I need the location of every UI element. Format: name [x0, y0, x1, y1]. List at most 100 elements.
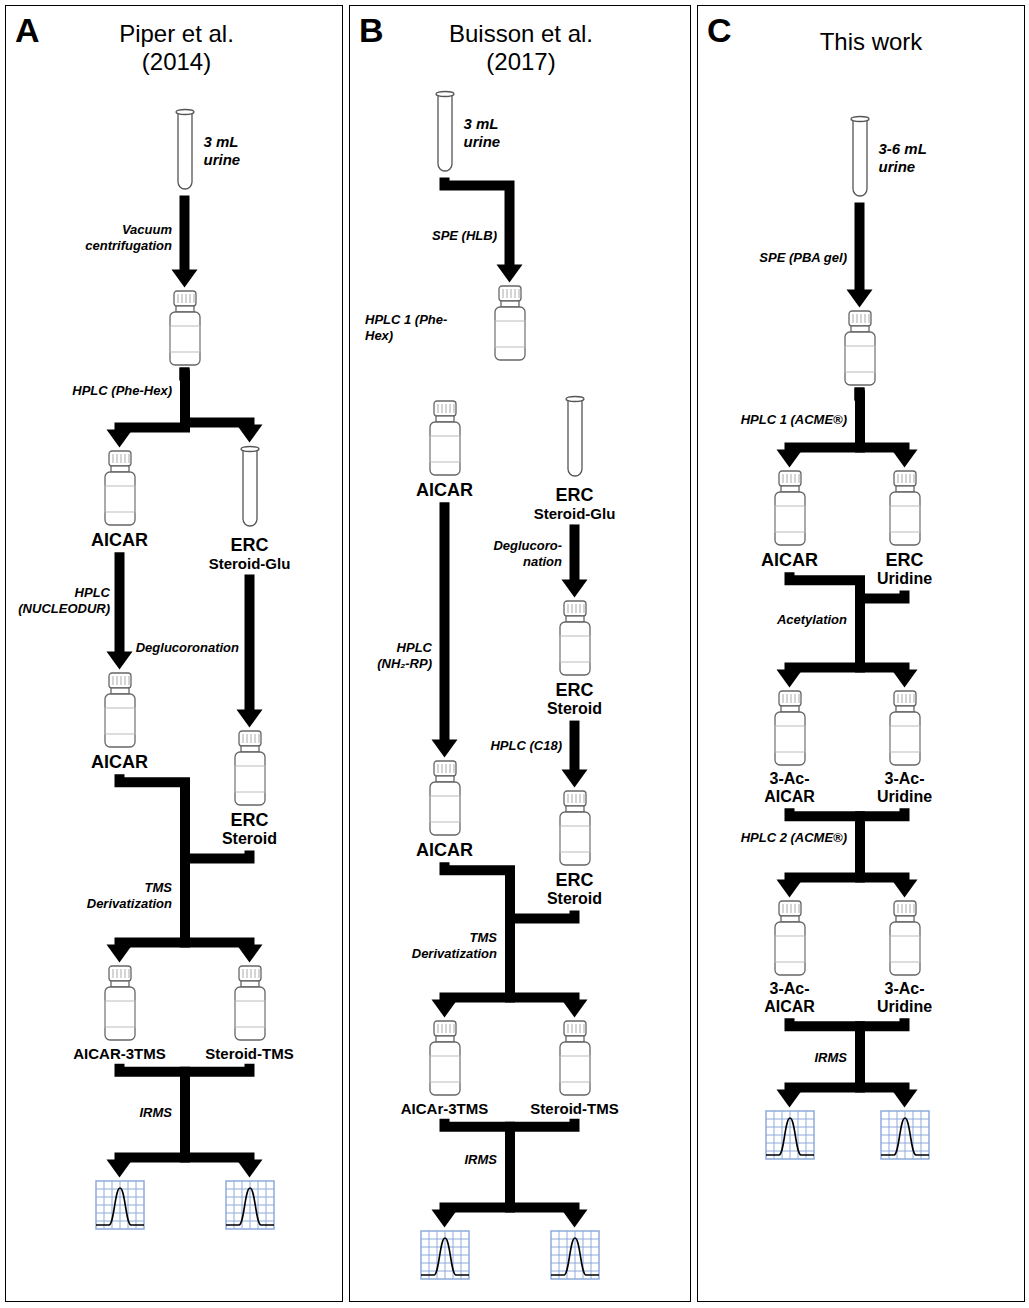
- vial-icon-part: [898, 904, 914, 913]
- tube-icon: [239, 445, 261, 531]
- flow-arrow: [860, 808, 918, 897]
- chromatogram-icon: [550, 1230, 600, 1280]
- vial-icon: [772, 470, 808, 546]
- vial-icon-part: [890, 712, 920, 765]
- tube-icon-part: [176, 109, 194, 114]
- vial-icon-part: [111, 466, 129, 472]
- sample-node: Steroid-TMS: [205, 965, 293, 1062]
- vial-icon-part: [495, 307, 525, 360]
- sample-label: Steroid: [547, 890, 602, 908]
- arrow-head: [777, 880, 803, 898]
- arrow-shaft: [185, 851, 250, 947]
- flow-arrow: [510, 911, 588, 1018]
- vial-icon-part: [896, 916, 914, 922]
- arrow-head: [892, 880, 918, 898]
- sample-label: AICAR: [91, 752, 148, 773]
- sample-label: 3 mL urine: [464, 115, 512, 150]
- panel-title: Piper et al. (2014): [94, 20, 259, 75]
- sample-node: [420, 1230, 470, 1280]
- vial-icon-part: [243, 734, 259, 743]
- chromatogram-icon-part: [421, 1231, 469, 1279]
- panel-frame: CThis work3-6 mL urineAICARERCUridine3-A…: [697, 5, 1025, 1302]
- vial-icon-part: [779, 691, 801, 706]
- vial-icon-part: [564, 1021, 586, 1036]
- tube-icon-part: [851, 116, 869, 121]
- chromatogram-icon-part: [881, 1111, 929, 1159]
- arrow-shaft: [440, 502, 450, 741]
- sample-label: ERC: [555, 680, 593, 701]
- vial-icon-part: [783, 694, 799, 703]
- flow-arrow: [432, 502, 458, 757]
- step-label: HPLC 1 (Phe-Hex): [365, 312, 465, 343]
- arrow-shaft: [510, 911, 575, 1002]
- vial-icon-part: [235, 766, 265, 792]
- flow-arrow: [107, 1064, 186, 1178]
- vial-icon-part: [235, 752, 265, 805]
- vial-icon-part: [434, 761, 456, 776]
- chromatogram-icon: [95, 1180, 145, 1230]
- vial-icon-part: [430, 436, 460, 462]
- vial-icon-part: [105, 694, 135, 747]
- sample-label: ERC: [231, 535, 269, 556]
- chromatogram-icon-part: [766, 1118, 814, 1155]
- tube-icon: [434, 90, 456, 176]
- vial-icon-part: [430, 782, 460, 835]
- flow-arrow: [107, 552, 133, 669]
- step-label: Deglucoro- nation: [487, 538, 562, 569]
- step-label: TMS Derivatization: [387, 930, 497, 961]
- vial-icon-part: [109, 451, 131, 466]
- arrow-shaft: [120, 368, 186, 432]
- vial-icon: [427, 400, 463, 476]
- sample-label: AICAR: [761, 550, 818, 571]
- vial-icon-part: [105, 708, 135, 734]
- vial-icon-part: [495, 321, 525, 347]
- chromatogram-icon: [880, 1110, 930, 1160]
- flow-arrow: [185, 1064, 263, 1178]
- sample-label: 3-Ac- Uridine: [875, 770, 935, 807]
- sample-label: Steroid-TMS: [530, 1100, 618, 1117]
- vial-icon-part: [853, 314, 869, 323]
- tube-icon-part: [243, 449, 257, 526]
- chromatogram-icon-part: [881, 1118, 929, 1155]
- vial-icon: [887, 690, 923, 766]
- panel-letter: A: [15, 13, 40, 47]
- vial-icon-part: [783, 904, 799, 913]
- step-label: HPLC (NH₂-RP): [362, 640, 432, 671]
- step-label: Vacuum centrifugation: [62, 222, 172, 253]
- vial-icon-part: [894, 691, 916, 706]
- vial-icon-part: [775, 712, 805, 765]
- chromatogram-icon-part: [766, 1111, 814, 1159]
- tube-icon: [849, 115, 871, 201]
- chromatogram-icon-part: [421, 1238, 469, 1275]
- sample-node: Steroid-TMS: [530, 1020, 618, 1117]
- sample-node: ERCSteroid: [222, 730, 277, 849]
- chromatogram-icon-part: [551, 1231, 599, 1279]
- vial-icon-part: [896, 706, 914, 712]
- vial-icon: [772, 900, 808, 976]
- vial-icon-part: [781, 916, 799, 922]
- sample-node: ERCSteroid: [547, 600, 602, 719]
- arrow-shaft: [860, 591, 905, 672]
- vial-icon-part: [235, 1001, 265, 1027]
- flow-arrow: [185, 851, 263, 963]
- arrow-head: [172, 270, 198, 288]
- panel-letter: C: [707, 13, 732, 47]
- vial-icon-part: [564, 601, 586, 616]
- sample-label: AICAr-3TMS: [401, 1100, 489, 1117]
- sample-label: Steroid: [222, 830, 277, 848]
- sample-label: Steroid-TMS: [205, 1045, 293, 1062]
- vial-icon-part: [501, 301, 519, 307]
- chromatogram-icon: [765, 1110, 815, 1160]
- vial-icon-part: [436, 416, 454, 422]
- arrow-shaft: [510, 1119, 575, 1212]
- tube-icon-part: [178, 112, 192, 189]
- vial-icon: [557, 790, 593, 866]
- vial-icon-part: [560, 812, 590, 865]
- vial-icon-part: [105, 486, 135, 512]
- vial-icon-part: [438, 404, 454, 413]
- sample-label: Steroid: [547, 700, 602, 718]
- vial-icon: [102, 965, 138, 1041]
- vial-icon-part: [564, 791, 586, 806]
- sample-label: ERC: [556, 485, 594, 506]
- vial-icon-part: [436, 1036, 454, 1042]
